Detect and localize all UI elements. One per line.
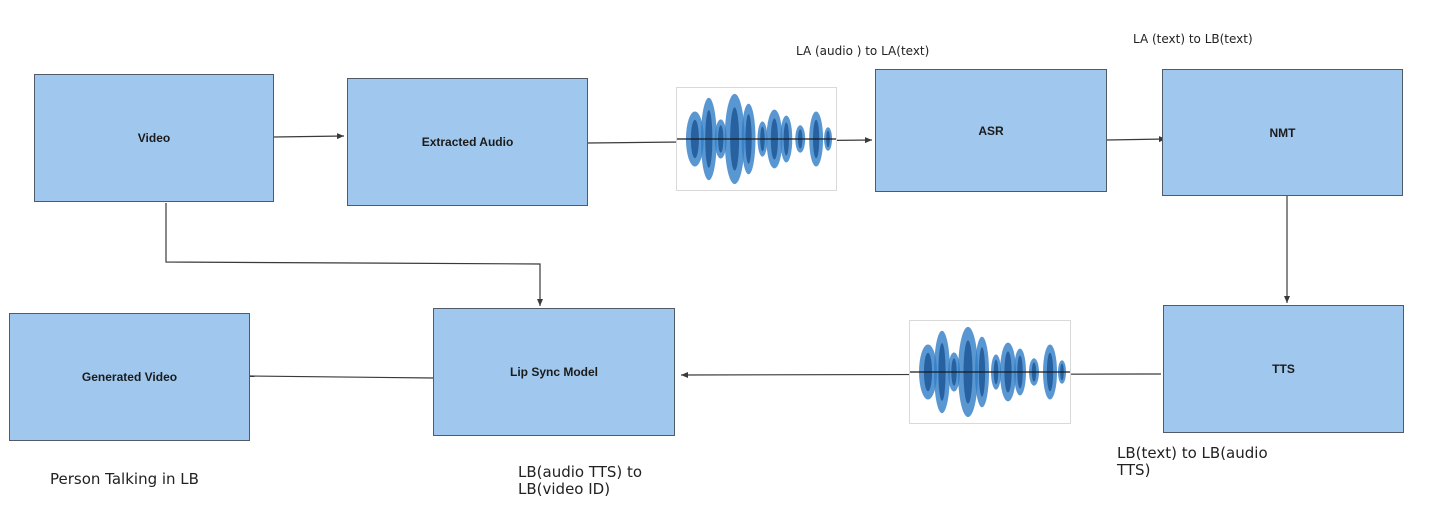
edge-lip-sync-to-generated-video [249, 375, 435, 379]
generated-video-node-label: Generated Video [81, 370, 178, 384]
extracted-audio-node-label: Extracted Audio [421, 135, 514, 149]
lip-sync-model-node: Lip Sync Model [433, 308, 675, 436]
nmt-note: LA (text) to LB(text) [1133, 32, 1253, 46]
video-node-label: Video [137, 131, 171, 145]
nmt-node-label: NMT [1269, 125, 1296, 140]
audio-waveform-icon [909, 320, 1071, 424]
asr-node-label: ASR [978, 123, 1004, 138]
lip-sync-model-node-label: Lip Sync Model [509, 365, 598, 379]
video-node: Video [34, 74, 274, 202]
edge-asr-to-nmt [1106, 136, 1167, 143]
extracted-audio-node: Extracted Audio [347, 78, 588, 206]
generated-video-note: Person Talking in LB [50, 470, 199, 488]
audio-waveform-icon [676, 87, 837, 191]
asr-note: LA (audio ) to LA(text) [796, 44, 930, 58]
asr-node: ASR [875, 69, 1107, 192]
lip-sync-note: LB(audio TTS) to LB(video ID) [518, 463, 643, 499]
edge-video-to-extracted-audio [273, 133, 345, 140]
tts-note: LB(text) to LB(audio TTS) [1117, 444, 1268, 480]
generated-video-node: Generated Video [9, 313, 250, 441]
tts-node: TTS [1163, 305, 1404, 433]
tts-node-label: TTS [1272, 362, 1295, 376]
edge-video-to-lip-sync [165, 203, 543, 306]
nmt-node: NMT [1162, 69, 1403, 196]
